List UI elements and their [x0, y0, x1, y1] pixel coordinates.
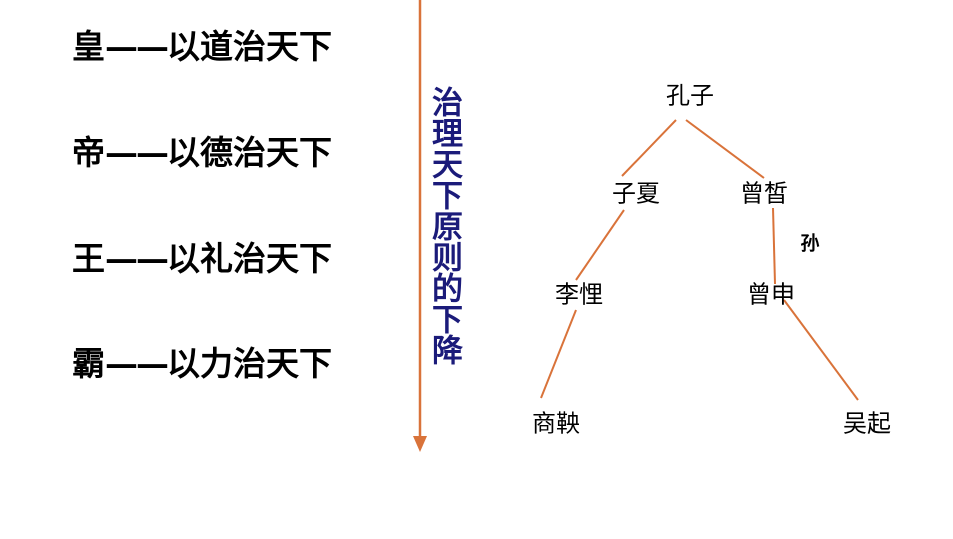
rule-title: 皇 [72, 27, 105, 66]
rule-title: 王 [72, 239, 105, 278]
rule-di: 帝——以德治天下 [72, 133, 332, 173]
rule-dash: —— [105, 133, 169, 172]
node-wuqi: 吴起 [843, 409, 891, 438]
edge-kongzi-zixia [621, 119, 677, 177]
edge-likui-shangyang [540, 309, 577, 399]
edge-zixia-likui [575, 209, 625, 281]
rule-dash: —— [105, 344, 169, 383]
edge-zengzhe-zengshen [772, 207, 776, 285]
rule-method: 以礼治天下 [167, 239, 332, 278]
rule-method: 以道治天下 [167, 27, 332, 66]
node-likui: 李悝 [555, 280, 603, 309]
edge-kongzi-zengzhe [685, 119, 765, 179]
rule-title: 帝 [72, 133, 105, 172]
edge-zengshen-wuqi [783, 299, 859, 401]
rule-dash: —— [105, 239, 169, 278]
node-kongzi: 孔子 [666, 81, 714, 110]
rule-dash: —— [105, 27, 169, 66]
rule-method: 以力治天下 [167, 344, 332, 383]
rule-ba: 霸——以力治天下 [72, 344, 332, 384]
rule-title: 霸 [72, 344, 105, 383]
trend-label: 治理天下原则的下降 [426, 85, 462, 365]
node-zengshen: 曾申 [747, 280, 795, 309]
decline-arrow-head [413, 436, 427, 452]
rule-method: 以德治天下 [167, 133, 332, 172]
rule-wang: 王——以礼治天下 [72, 239, 332, 279]
node-shangyang: 商鞅 [532, 409, 580, 438]
node-zixia: 子夏 [612, 179, 660, 208]
node-zengzhe: 曾皙 [740, 179, 788, 208]
edge-note-grandson: 孙 [800, 232, 820, 255]
rule-huang: 皇——以道治天下 [72, 27, 332, 67]
